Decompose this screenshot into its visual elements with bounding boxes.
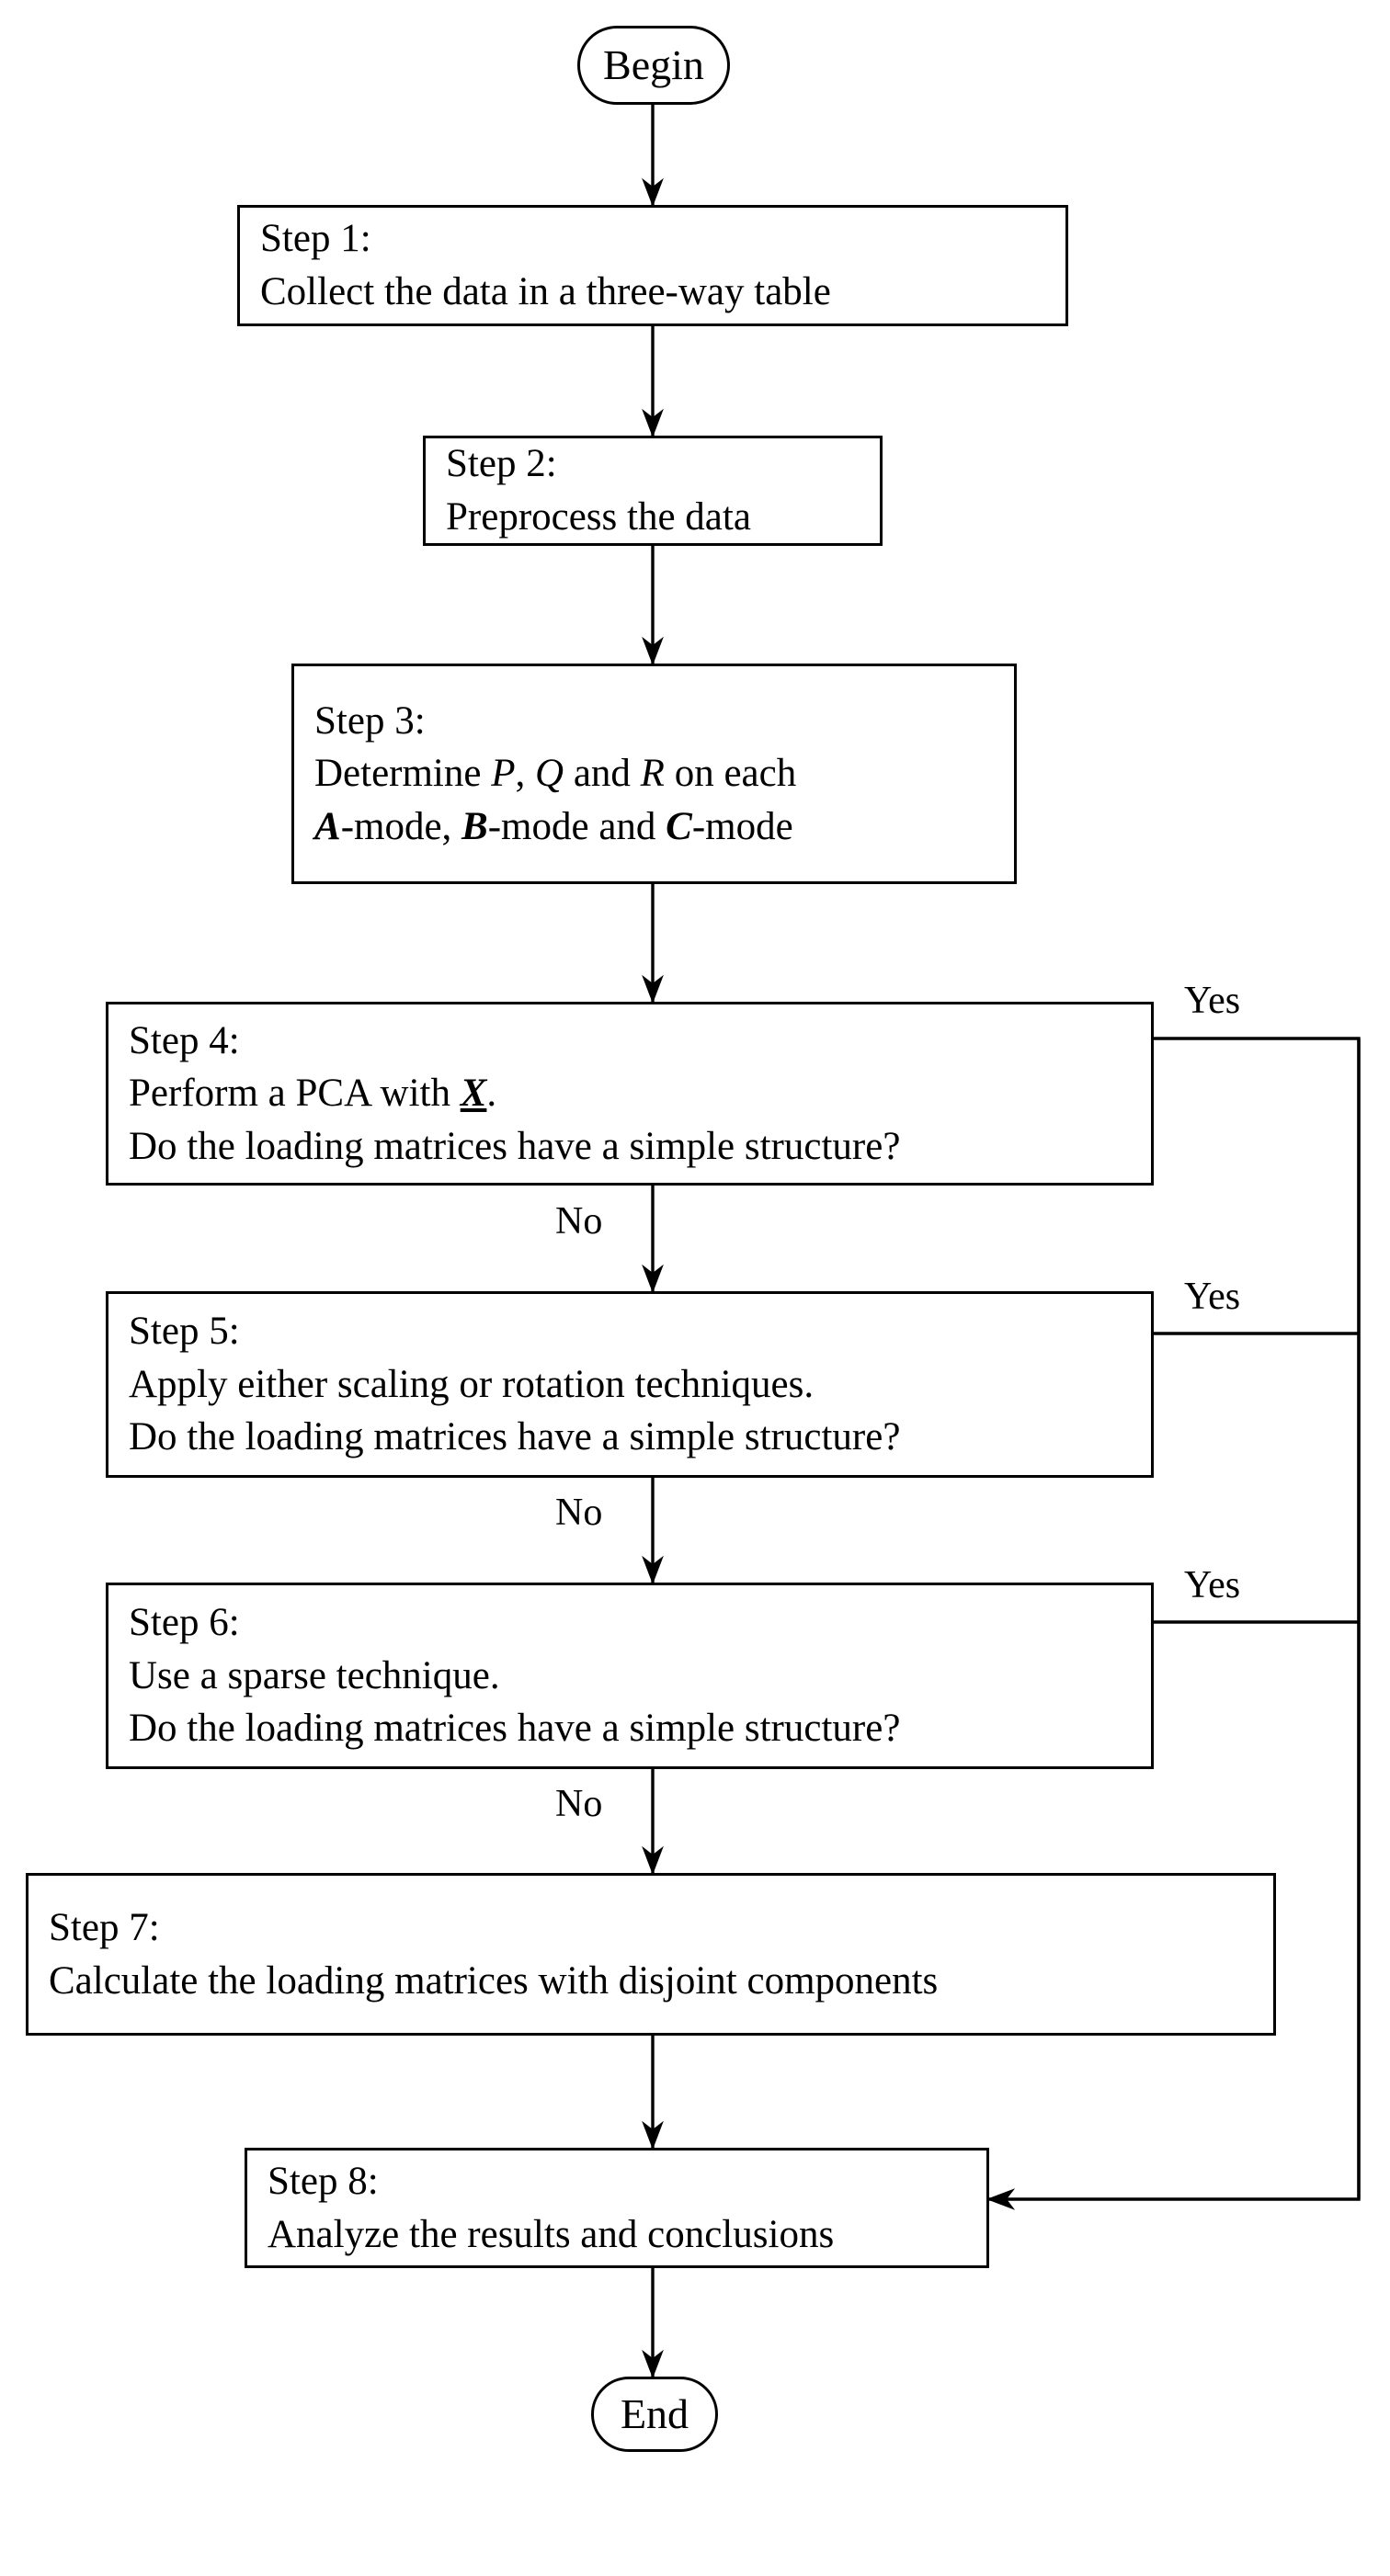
node-step7-heading: Step 7: (49, 1905, 160, 1949)
step3-symbol-c: C (666, 804, 692, 848)
node-step2-body-line-1: Preprocess the data (446, 495, 751, 539)
node-step6-heading: Step 6: (129, 1601, 240, 1645)
node-step6-body-line-2: Do the loading matrices have a simple st… (129, 1707, 901, 1751)
step3-symbol-r: R (640, 752, 665, 796)
node-step7-body-line-1: Calculate the loading matrices with disj… (49, 1958, 939, 2003)
node-step5-body-line-1: Apply either scaling or rotation techniq… (129, 1362, 815, 1406)
node-step6[interactable]: Step 6: Use a sparse technique. Do the l… (106, 1583, 1154, 1769)
edge-label-step5-no: No (555, 1492, 603, 1534)
step3-symbol-p: P (491, 752, 516, 796)
node-step4[interactable]: Step 4: Perform a PCA with X. Do the loa… (106, 1002, 1154, 1186)
node-step1-body-line-1: Collect the data in a three-way table (260, 270, 831, 313)
node-begin[interactable]: Begin (577, 26, 730, 105)
node-end[interactable]: End (591, 2377, 718, 2452)
step4-symbol-x: X (460, 1072, 487, 1116)
edge-label-step4-no: No (555, 1200, 603, 1243)
node-step4-heading: Step 4: (129, 1018, 240, 1062)
step3-symbol-b: B (461, 804, 488, 848)
node-step5[interactable]: Step 5: Apply either scaling or rotation… (106, 1291, 1154, 1478)
edge-label-step6-no: No (555, 1783, 603, 1825)
node-step7[interactable]: Step 7: Calculate the loading matrices w… (26, 1873, 1276, 2036)
node-step5-body-line-2: Do the loading matrices have a simple st… (129, 1415, 901, 1459)
node-step8[interactable]: Step 8: Analyze the results and conclusi… (245, 2148, 989, 2268)
step3-l2-mid1: -mode, (340, 804, 462, 848)
node-step1-heading: Step 1: (260, 217, 371, 261)
node-step2-heading: Step 2: (446, 442, 557, 486)
step4-l1-pre: Perform a PCA with (129, 1072, 461, 1116)
edge-label-step4-yes: Yes (1184, 980, 1241, 1022)
node-step5-heading: Step 5: (129, 1310, 240, 1354)
node-begin-label: Begin (603, 41, 704, 88)
node-end-label: End (620, 2390, 689, 2437)
node-step4-body-line-1: Perform a PCA with X. (129, 1067, 1131, 1120)
node-step3-heading: Step 3: (314, 698, 426, 743)
node-step8-heading: Step 8: (268, 2159, 379, 2203)
step4-l1-post: . (486, 1072, 497, 1116)
step3-symbol-a: A (314, 804, 341, 848)
step3-l1-mid2: and (564, 752, 641, 796)
node-step6-body-line-1: Use a sparse technique. (129, 1653, 500, 1697)
edge-label-step5-yes: Yes (1184, 1276, 1241, 1318)
step3-l2-mid2: -mode and (487, 804, 667, 848)
step3-l2-post: -mode (691, 804, 793, 848)
node-step2[interactable]: Step 2: Preprocess the data (423, 436, 883, 546)
step3-symbol-q: Q (535, 752, 564, 796)
node-step4-body-line-2: Do the loading matrices have a simple st… (129, 1124, 901, 1168)
node-step1[interactable]: Step 1: Collect the data in a three-way … (237, 205, 1068, 326)
node-step3-body-line-2: A-mode, B-mode and C-mode (314, 800, 994, 854)
node-step8-body-line-1: Analyze the results and conclusions (268, 2212, 835, 2256)
step3-l1-pre: Determine (314, 752, 492, 796)
step3-l1-mid1: , (515, 752, 536, 796)
step3-l1-post: on each (664, 752, 797, 796)
edge-label-step6-yes: Yes (1184, 1564, 1241, 1606)
node-step3[interactable]: Step 3: Determine P, Q and R on each A-m… (291, 664, 1017, 884)
node-step3-body-line-1: Determine P, Q and R on each (314, 747, 994, 800)
